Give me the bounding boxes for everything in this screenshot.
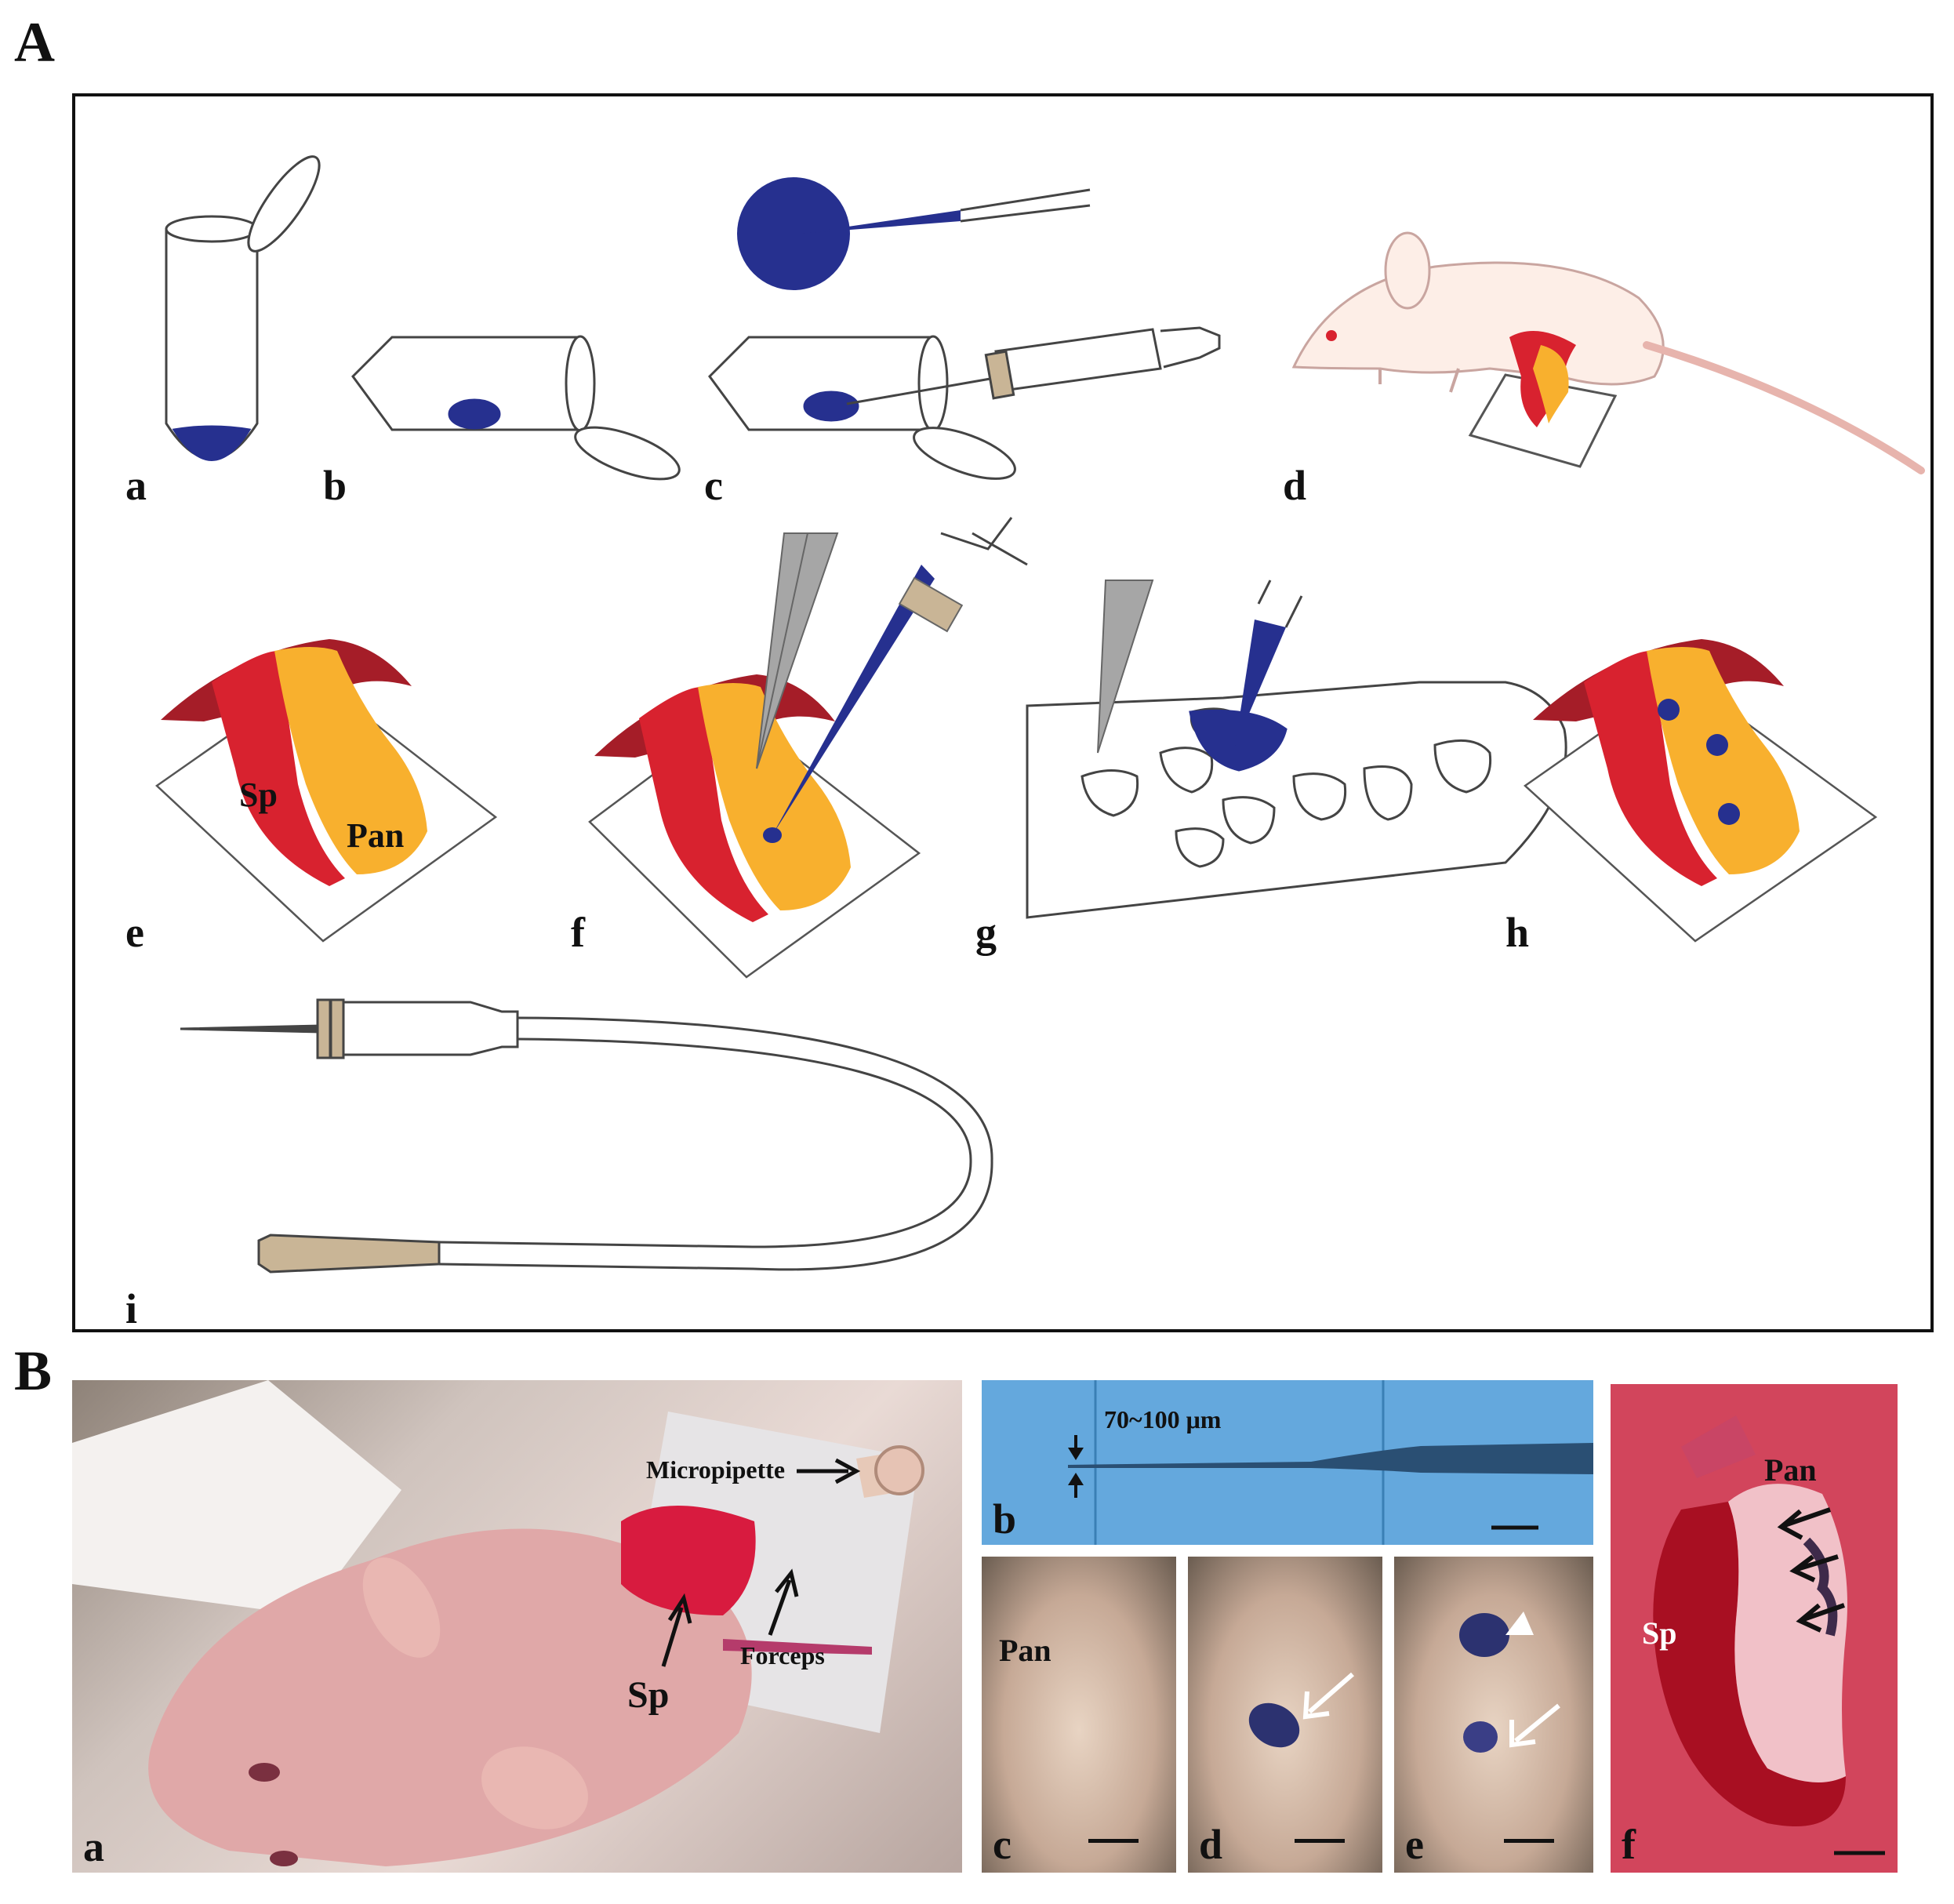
photo-pancreas-injection-two: e — [1394, 1557, 1593, 1873]
sublabel-b-a: a — [83, 1823, 104, 1870]
dye-drop-with-pipette — [737, 177, 1091, 290]
sublabel-i: i — [125, 1285, 138, 1332]
tube-upright — [165, 155, 321, 461]
micropipette-with-tubing — [180, 998, 993, 1274]
photo-surgery: Micropipette Forceps Sp a — [72, 1380, 962, 1873]
photo-surgery-drawing — [72, 1380, 924, 1866]
sublabel-f: f — [571, 909, 585, 956]
photo-pancreas-before: Pan c — [982, 1557, 1176, 1873]
sublabel-e: e — [125, 909, 144, 956]
spleen-pancreas-drawing — [1653, 1415, 1885, 1855]
photo-pancreas-injection-one: d — [1188, 1557, 1382, 1873]
sublabel-a: a — [125, 462, 147, 509]
sublabel-b-b: b — [993, 1495, 1017, 1542]
spleen-label-photo-f: Sp — [1642, 1615, 1677, 1651]
panel-a-frame — [72, 93, 1934, 1332]
pancreas-label-photo-f: Pan — [1764, 1452, 1817, 1488]
photo-micropipette-drawing — [1068, 1380, 1593, 1545]
arrow-icon — [768, 1568, 799, 1636]
photo-micropipette-tip: 70~100 μm b — [982, 1380, 1593, 1545]
scale-bar — [1088, 1839, 1139, 1843]
sublabel-b-e: e — [1405, 1821, 1424, 1868]
cell-injection-schematic — [1026, 580, 1567, 919]
photo-spleen-pancreas: Pan Sp f — [1611, 1384, 1898, 1873]
arrow-icon — [797, 1458, 861, 1484]
scale-bar — [1295, 1839, 1345, 1843]
organ-injected-spots — [1524, 639, 1878, 943]
organ-injection — [588, 517, 1028, 979]
sublabel-c: c — [704, 462, 723, 509]
panel-a-illustrations: Sp Pan — [155, 155, 1925, 1274]
spleen-label: Sp — [239, 776, 278, 814]
scale-bar — [1504, 1839, 1554, 1843]
panel-b-letter: B — [14, 1339, 53, 1402]
sublabel-b-d: d — [1199, 1821, 1223, 1868]
panel-a-letter: A — [14, 11, 55, 74]
forceps-label: Forceps — [740, 1641, 825, 1670]
spleen-label-photo-a: Sp — [627, 1674, 670, 1716]
arrow-icon — [661, 1593, 692, 1667]
pancreas-label: Pan — [347, 816, 404, 855]
sublabel-g: g — [975, 909, 997, 956]
measurement-label: 70~100 μm — [1104, 1405, 1222, 1433]
dye-spots-drawing — [1459, 1611, 1560, 1753]
sublabel-b: b — [323, 462, 347, 509]
sublabel-b-f: f — [1622, 1821, 1636, 1868]
sublabel-d: d — [1283, 462, 1307, 509]
tube-tilted — [351, 335, 681, 481]
organ-spleen-pancreas: Sp Pan — [155, 639, 498, 943]
mouse-illustration — [1291, 231, 1925, 474]
dye-spot-drawing — [1248, 1672, 1354, 1748]
sublabel-h: h — [1505, 909, 1530, 956]
pancreas-label-photo-c: Pan — [999, 1633, 1051, 1668]
sublabel-b-c: c — [993, 1821, 1012, 1868]
micropipette-label: Micropipette — [646, 1455, 786, 1484]
tube-with-syringe — [708, 326, 1221, 480]
